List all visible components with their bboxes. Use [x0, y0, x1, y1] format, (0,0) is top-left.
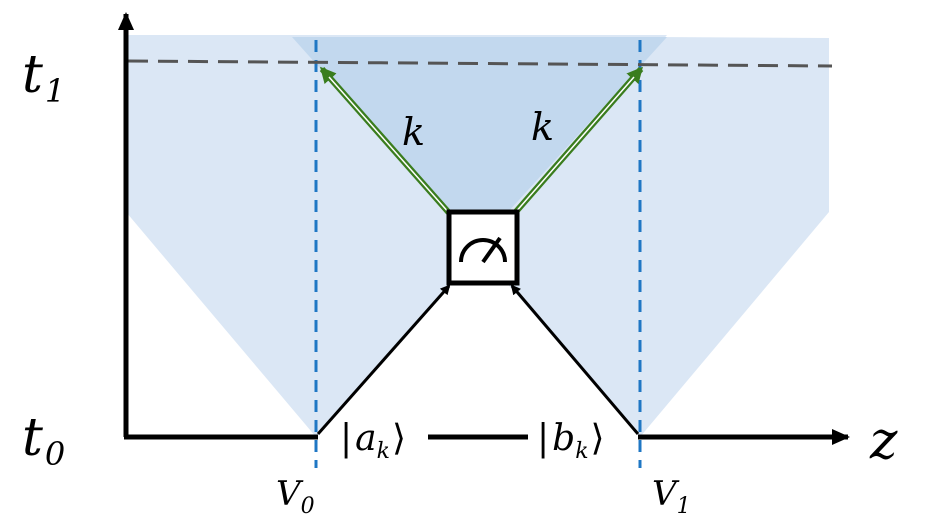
arrow-b-to-detector — [510, 284, 640, 435]
k-label-left: k — [402, 110, 425, 154]
green-arrow-left — [319, 66, 453, 216]
k-label-right: k — [531, 105, 554, 149]
green-arrow-right — [511, 66, 644, 216]
t1-dashed-line — [127, 59, 833, 68]
ket-a-label: |ak⟩ — [340, 418, 406, 464]
v1-label: V1 — [652, 474, 691, 519]
t0-label: t0 — [22, 408, 65, 473]
ket-b-label: |bk⟩ — [537, 418, 605, 464]
meter-gauge-icon — [446, 209, 520, 286]
arrow-a-to-detector — [316, 284, 451, 435]
z-axis-label: z — [869, 411, 898, 471]
v0-label: V0 — [276, 474, 315, 519]
overlap-region — [292, 37, 667, 245]
t1-label: t1 — [22, 45, 65, 110]
